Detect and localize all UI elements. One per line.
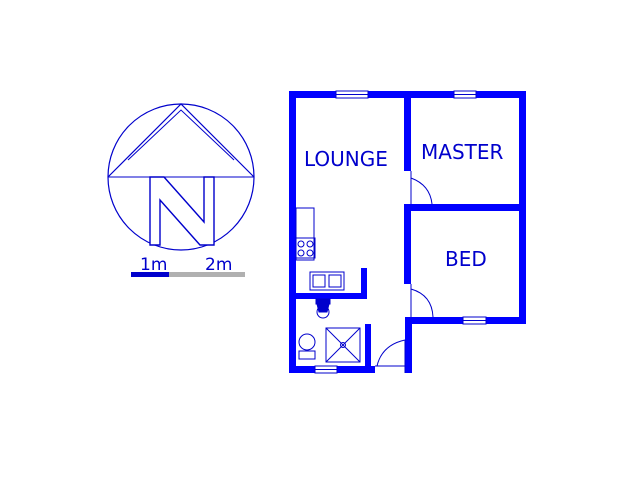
- walls: [289, 91, 526, 373]
- room-label-bed: BED: [445, 247, 487, 271]
- door-bed: [410, 284, 434, 318]
- compass-arrow-inner: [127, 109, 235, 161]
- kitchen-sink-icon: [309, 271, 345, 291]
- toilet-icon: [298, 333, 316, 360]
- north-letter-icon: [149, 176, 215, 246]
- bathroom-fixtures: [298, 298, 361, 363]
- door-bathroom: [375, 339, 406, 367]
- compass-arrow: [107, 103, 255, 178]
- door-master: [410, 171, 433, 205]
- doors: [375, 171, 434, 373]
- room-label-lounge: LOUNGE: [304, 147, 388, 171]
- kitchen-fixtures: [295, 207, 345, 291]
- basin-icon: [316, 303, 330, 313]
- room-label-master: MASTER: [421, 140, 503, 164]
- windows: [314, 90, 487, 374]
- shower-icon: [325, 327, 361, 363]
- scale-label-1m: 1m: [140, 255, 167, 275]
- stove-icon: [295, 237, 316, 259]
- scale-label-2m: 2m: [205, 255, 232, 275]
- scale-bar: 1m 2m: [131, 255, 245, 277]
- north-compass: [107, 103, 255, 251]
- kitchen-counter: [295, 207, 315, 261]
